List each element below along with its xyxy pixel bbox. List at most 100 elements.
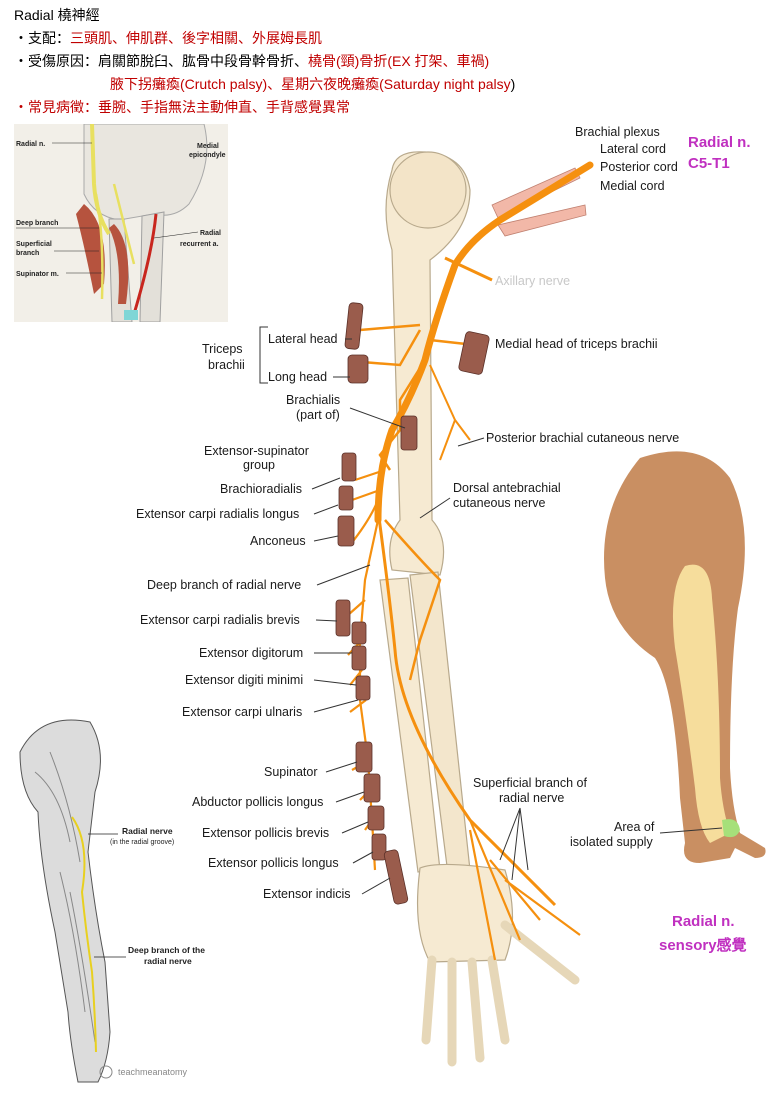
sensory-arm-diagram: [604, 451, 766, 863]
arm-sketch: [19, 719, 111, 1083]
title-radial-n: Radial n.: [688, 134, 751, 151]
deep-branch-inset: [112, 183, 136, 265]
label-triceps: Triceps: [202, 342, 243, 356]
supinator-stub: [355, 741, 373, 773]
superficial-branch-inset: [94, 193, 104, 300]
label-lateral-cord: Lateral cord: [600, 142, 666, 156]
leader-ext-dig-min: [313, 679, 357, 686]
label-superficial-2: radial nerve: [499, 791, 564, 805]
label-epb: Extensor pollicis brevis: [202, 826, 329, 840]
label-ext-dig-min: Extensor digiti minimi: [185, 673, 303, 687]
brachialis-muscle: [400, 415, 418, 451]
leader-brachialis: [349, 407, 406, 429]
label-branch: branch: [16, 250, 39, 257]
apl-stub: [363, 773, 381, 803]
label-supinator: Supinator: [264, 765, 318, 779]
title-line: Radial 橈神經: [14, 7, 100, 23]
isolated-area-label: Area of: [614, 820, 654, 835]
ecrl-stub: [338, 485, 354, 511]
palsy-line: 腋下拐癱瘓(Crutch palsy)、星期六夜晚癱瘓(Saturday nig…: [14, 73, 515, 96]
medial-cord-shape: [497, 204, 587, 237]
axillary-nerve-branch: [444, 256, 493, 282]
extensor-indicis-stub: [383, 849, 409, 905]
injury-causes-red: 橈骨(頸)骨折(EX 打架、車禍): [308, 53, 490, 69]
palsy-tail: ): [510, 76, 516, 92]
muscle-stubs: [335, 302, 490, 905]
superficial-branch-main: [376, 509, 557, 907]
injury-line: ・受傷原因：肩關節脫臼、肱骨中段骨幹骨折、橈骨(頸)骨折(EX 打架、車禍): [14, 50, 515, 73]
leader-ecrb: [315, 619, 338, 622]
dorsal-antebrachial-nerve: [384, 519, 442, 681]
label-radial-n: Radial n.: [16, 141, 45, 148]
ecrb-stub: [335, 599, 351, 637]
triceps-bracket: [259, 326, 268, 384]
leader-isolated-area: [659, 827, 723, 834]
label-brachial-plexus: Brachial plexus: [575, 125, 660, 139]
leader-ext-ind: [361, 877, 391, 895]
label-apl: Abductor pollicis longus: [192, 795, 323, 809]
elbow-inset: Radial n. Medial epicondyle Deep branch …: [14, 124, 228, 322]
sensory-title: Radial n.: [672, 913, 735, 930]
radial-sensory-zone: [672, 564, 730, 843]
leader-dorsal-ante: [419, 497, 451, 519]
label-long-head: Long head: [268, 370, 327, 384]
recurrent-artery: [132, 213, 158, 315]
label-brachioradialis: Brachioradialis: [220, 482, 302, 496]
leader-ecu: [313, 699, 359, 713]
label-radial: Radial: [200, 230, 221, 237]
leader-epb: [341, 821, 369, 834]
innervation-prefix: ・支配：: [14, 30, 70, 46]
label-superficial: Superficial: [16, 241, 52, 248]
carpal-bones: [416, 863, 514, 963]
leader-posterior-brachial: [457, 437, 485, 447]
label-anconeus: Anconeus: [250, 534, 306, 548]
ecrb-stub-2: [351, 621, 367, 645]
humeral-head: [389, 151, 467, 229]
label-ext-dig: Extensor digitorum: [199, 646, 303, 660]
extensor-digitorum-stub: [351, 645, 367, 671]
innervation-line: ・支配：三頭肌、伸肌群、後字相關、外展姆長肌: [14, 27, 515, 50]
finger-bones: [421, 920, 580, 1067]
radial-nerve-trunk: [374, 161, 594, 524]
label-medial-head: Medial head of triceps brachii: [495, 337, 658, 351]
brachioradialis-muscle: [109, 224, 129, 304]
digital-branches: [468, 819, 581, 961]
palsy-text: 腋下拐癱瘓(Crutch palsy)、星期六夜晚癱瘓(Saturday nig…: [110, 76, 511, 92]
innervation-muscles: 三頭肌、伸肌群、後字相關、外展姆長肌: [70, 30, 322, 46]
leader-anconeus: [313, 535, 339, 542]
label-deep-branch-2: radial nerve: [144, 956, 192, 966]
leader-apl: [335, 791, 365, 803]
label-posterior-cord: Posterior cord: [600, 160, 678, 174]
supinator-muscle: [76, 204, 105, 294]
label-medial: Medial: [197, 143, 219, 150]
lateral-head-muscle: [344, 302, 364, 350]
extensor-digiti-minimi-stub: [355, 675, 371, 701]
long-head-muscle: [347, 354, 369, 384]
epb-stub: [367, 805, 385, 831]
injury-prefix: ・受傷原因：肩關節脫臼、肱骨中段骨幹骨折、: [14, 53, 308, 69]
label-superficial-1: Superficial branch of: [473, 776, 587, 790]
title-root-levels: C5-T1: [688, 155, 730, 172]
label-epicondyle: epicondyle: [189, 152, 226, 159]
label-radial-nerve: Radial nerve: [122, 826, 173, 836]
posterior-brachial-branch: [429, 364, 471, 461]
brachioradialis-stub: [341, 452, 357, 482]
label-dorsal-ante-1: Dorsal antebrachial: [453, 481, 561, 495]
leader-supinator: [325, 761, 358, 773]
isolated-supply-zone: [722, 819, 740, 838]
label-ecrl: Extensor carpi radialis longus: [136, 507, 299, 521]
label-deep-branch: Deep branch: [16, 220, 58, 227]
label-isolated-supply: isolated supply: [570, 835, 653, 849]
label-brachii: brachii: [208, 358, 245, 372]
leader-superficial: [499, 807, 529, 881]
label-supinator-m: Supinator m.: [16, 271, 59, 278]
label-radial-groove: (in the radial groove): [110, 839, 174, 846]
epl-stub: [371, 833, 387, 861]
anconeus-stub: [337, 515, 355, 547]
medial-head-muscle: [458, 331, 490, 375]
label-ext-ind: Extensor indicis: [263, 887, 351, 901]
leader-recurrent: [153, 231, 199, 239]
label-ext-sup-group-2: group: [243, 458, 275, 472]
watermark-logo: [99, 1065, 113, 1079]
